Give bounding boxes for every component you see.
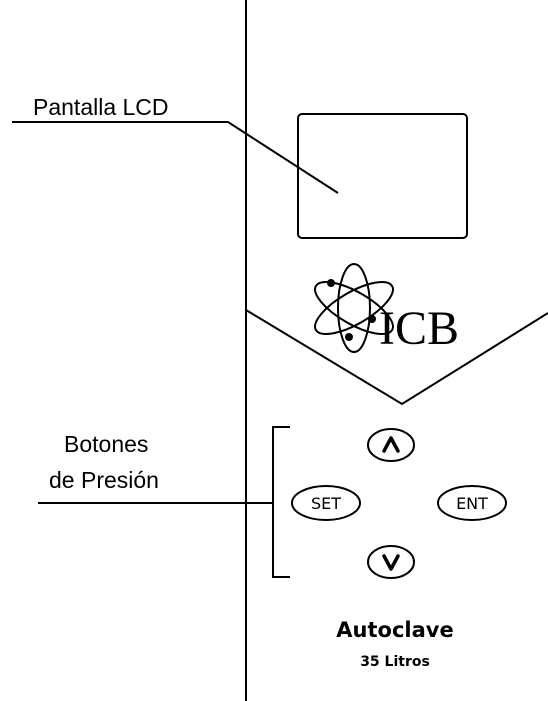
ent-button[interactable]: ENT	[437, 485, 507, 521]
set-button[interactable]: SET	[291, 485, 361, 521]
down-button[interactable]	[367, 545, 415, 579]
buttons-callout-label-line2: de Presión	[49, 467, 159, 493]
up-button[interactable]	[367, 428, 415, 462]
ent-button-label: ENT	[456, 494, 488, 513]
lcd-callout-label: Pantalla LCD	[33, 94, 169, 120]
brand-name: ICB	[379, 302, 459, 355]
buttons-bracket	[272, 426, 290, 578]
model-capacity: 35 Litros	[360, 654, 430, 670]
lcd-callout-line	[12, 121, 339, 194]
set-button-label: SET	[311, 494, 341, 513]
buttons-callout-label-line1: Botones	[64, 431, 148, 457]
atom-icon	[314, 263, 394, 353]
chevron-up-icon	[382, 436, 400, 453]
icb-logo: ICB	[314, 263, 459, 355]
chevron-down-icon	[382, 554, 400, 571]
panel-chevron-divider	[245, 309, 548, 406]
lcd-screen	[297, 113, 468, 239]
model-name: Autoclave	[336, 618, 453, 642]
